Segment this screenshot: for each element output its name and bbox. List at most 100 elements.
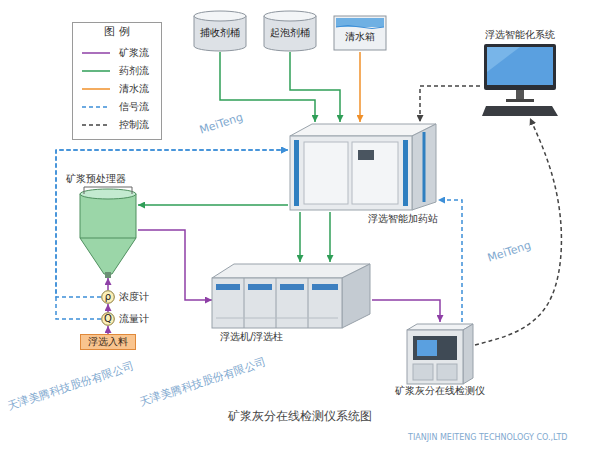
label-row: 捕收剂桶 xyxy=(192,10,248,40)
machine-part xyxy=(280,284,304,290)
machine-part xyxy=(216,318,338,319)
meter-part xyxy=(102,291,115,304)
legend-label: 控制流 xyxy=(119,118,149,132)
legend-box: 矿浆流药剂流清水流信号流控制流 xyxy=(72,22,162,140)
detector-part xyxy=(407,330,463,384)
preproc-illustration xyxy=(78,186,138,278)
computer-part xyxy=(482,106,558,116)
label-row: 清水箱 xyxy=(332,12,388,44)
detector-part xyxy=(417,340,437,356)
water-tank: 清水箱 xyxy=(332,12,388,52)
legend-line xyxy=(82,106,110,108)
machine-label: 浮选机/浮选柱 xyxy=(220,330,283,344)
flow-meter: Q流量计 xyxy=(101,312,149,326)
label-row: 浮选智能加药站 xyxy=(288,212,438,226)
legend-line xyxy=(82,88,110,90)
flow-connector xyxy=(475,118,561,345)
tank-label: 捕收剂桶 xyxy=(200,26,240,40)
label-row: 浮选入料 xyxy=(81,335,135,349)
preprocessor-label: 矿浆预处理器 xyxy=(66,172,126,186)
label-row: 起泡剂桶 xyxy=(262,10,318,40)
reagent-tank: 起泡剂桶 xyxy=(262,10,318,52)
legend-label: 信号流 xyxy=(119,100,149,114)
meter-circle: ρ xyxy=(101,290,115,304)
machine-part xyxy=(244,278,308,328)
reagent-tank: 捕收剂桶 xyxy=(192,10,248,52)
label-row: 矿浆灰分在线检测仪 xyxy=(392,384,488,398)
machine-part xyxy=(216,284,240,290)
legend-line xyxy=(82,124,110,126)
machine-illustration xyxy=(212,262,372,330)
detector-part xyxy=(437,364,457,380)
legend-sample xyxy=(81,66,111,76)
cabinet-part xyxy=(403,140,408,206)
feed-label: 浮选入料 xyxy=(88,335,128,349)
flow-connector xyxy=(107,278,109,290)
flow-connector xyxy=(359,52,361,122)
tank-label: 清水箱 xyxy=(345,30,375,44)
control-computer: 浮选智能化系统 xyxy=(470,28,570,118)
computer-part xyxy=(487,47,553,85)
cabinet-part xyxy=(358,150,374,160)
machine-part xyxy=(312,284,338,290)
cabinet-part xyxy=(294,140,299,206)
tank-label: 起泡剂桶 xyxy=(270,26,310,40)
flow-connector xyxy=(290,52,340,122)
feed-box: 浮选入料 xyxy=(80,334,136,350)
detector-illustration xyxy=(405,322,475,384)
machine-part xyxy=(342,264,370,328)
flow-connector xyxy=(138,204,288,206)
computer-illustration xyxy=(480,42,560,118)
ash-analyzer: 矿浆灰分在线检测仪 xyxy=(392,322,488,398)
computer-part xyxy=(516,90,524,99)
preproc-part xyxy=(80,238,136,239)
cabinet-part xyxy=(290,136,412,210)
flow-connector xyxy=(138,230,212,300)
cabinet-part xyxy=(290,124,436,136)
legend-sample xyxy=(81,48,111,58)
cabinet-part xyxy=(304,142,348,204)
watermark: 天津美腾科技股份有限公司 xyxy=(6,360,136,414)
legend-row: 矿浆流 xyxy=(73,44,161,62)
flow-connector xyxy=(438,200,462,322)
flow-connector xyxy=(420,86,480,122)
meter-part xyxy=(102,313,115,326)
water-part xyxy=(334,16,386,50)
pulp-preprocessor: 矿浆预处理器 xyxy=(66,172,150,278)
flotation-machine: 浮选机/浮选柱 xyxy=(212,262,372,344)
watermark: TIANJIN MEITENG TECHNOLOGY CO.,LTD xyxy=(408,431,568,445)
dosing-station: 浮选智能加药站 xyxy=(288,122,438,226)
legend-title: 图 例 xyxy=(72,25,162,39)
watermark-logo: MeiTeng xyxy=(198,110,245,137)
label-row: 矿浆预处理器 xyxy=(66,172,150,186)
flow-connector xyxy=(107,326,109,334)
meter-symbol: ρ xyxy=(105,292,111,302)
machine-part xyxy=(212,278,342,328)
computer-part xyxy=(484,44,556,90)
cabinet-part xyxy=(352,142,398,204)
diagram-caption: 矿浆灰分在线检测仪系统图 xyxy=(0,408,600,424)
preproc-part xyxy=(84,187,132,194)
flow-connector xyxy=(372,300,440,322)
legend-row: 清水流 xyxy=(73,80,161,98)
density-meter: ρ 浓度计 xyxy=(101,290,149,304)
legend-line xyxy=(82,52,110,54)
flow-connector xyxy=(299,212,301,262)
machine-part xyxy=(248,284,272,290)
detector-part xyxy=(413,336,457,360)
preproc-part xyxy=(80,189,136,199)
legend-sample xyxy=(81,120,111,130)
analyzer-label: 矿浆灰分在线检测仪 xyxy=(395,384,485,398)
label-row: 浮选智能化系统 xyxy=(470,28,570,42)
legend-label: 药剂流 xyxy=(119,64,149,78)
meter-label: 浓度计 xyxy=(119,290,149,304)
legend-label: 矿浆流 xyxy=(119,46,149,60)
legend-sample xyxy=(81,84,111,94)
meter-label: 流量计 xyxy=(119,312,149,326)
flow-connector xyxy=(107,304,109,312)
system-label: 浮选智能化系统 xyxy=(485,28,555,42)
cabinet-illustration xyxy=(288,122,438,212)
legend-label: 清水流 xyxy=(119,82,149,96)
detector-part xyxy=(407,324,473,330)
